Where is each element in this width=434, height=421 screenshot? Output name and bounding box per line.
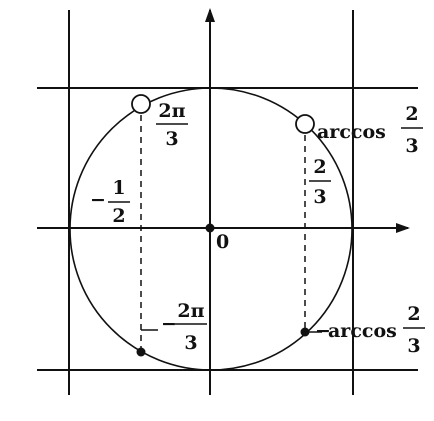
label-left: − 1 2: [90, 177, 130, 227]
svg-text:3: 3: [184, 332, 197, 354]
svg-text:1: 1: [112, 177, 125, 199]
svg-text:−: −: [90, 189, 106, 211]
origin-point: [205, 223, 215, 233]
label-lower-left: − 2π 3: [161, 300, 207, 354]
label-upper-right: arccos 2 3: [317, 103, 423, 157]
svg-text:3: 3: [313, 186, 326, 208]
svg-text:2π: 2π: [177, 300, 204, 322]
svg-text:arccos: arccos: [317, 121, 386, 143]
filled-point-lower-right: [300, 327, 310, 337]
svg-text:3: 3: [405, 135, 418, 157]
svg-text:2: 2: [407, 303, 420, 325]
svg-text:arccos: arccos: [328, 320, 397, 342]
filled-point-lower-left: [136, 347, 146, 357]
svg-text:3: 3: [165, 128, 178, 150]
label-inner-right: 2 3: [309, 156, 331, 208]
open-point-upper-left: [131, 94, 151, 114]
label-lower-right: − arccos 2 3: [315, 303, 425, 357]
svg-text:2: 2: [112, 205, 125, 227]
origin-label: 0: [216, 231, 229, 253]
svg-text:−: −: [315, 320, 331, 342]
svg-text:3: 3: [407, 335, 420, 357]
svg-text:2: 2: [405, 103, 418, 125]
svg-text:2π: 2π: [158, 100, 185, 122]
label-upper-left: 2π 3: [156, 100, 188, 150]
svg-text:−: −: [161, 313, 177, 335]
open-point-upper-right: [295, 114, 315, 134]
svg-text:2: 2: [313, 156, 326, 178]
unit-circle: [69, 87, 353, 371]
